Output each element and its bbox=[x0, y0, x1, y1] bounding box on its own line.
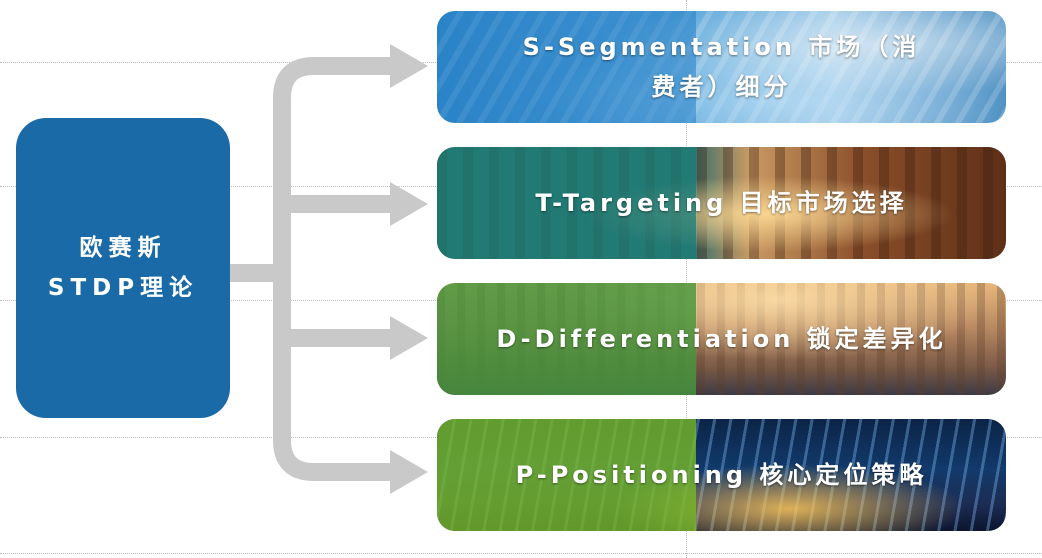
card-color-overlay bbox=[437, 419, 696, 531]
card-color-overlay bbox=[437, 283, 696, 395]
card-label: D-Differentiation 锁定差异化 bbox=[437, 283, 1006, 395]
arrow-head-t bbox=[390, 182, 428, 226]
guide-line bbox=[0, 553, 1042, 554]
card-label: S-Segmentation 市场（消费者）细分 bbox=[437, 11, 1006, 123]
card-label: T-Targeting 目标市场选择 bbox=[437, 147, 1006, 259]
arrow-head-d bbox=[390, 316, 428, 360]
card-positioning: P-Positioning 核心定位策略 bbox=[437, 419, 1006, 531]
root-title: 欧赛斯 bbox=[79, 235, 167, 261]
arrow-head-s bbox=[390, 44, 428, 88]
card-label-line1: S-Segmentation 市场（消 bbox=[522, 33, 921, 61]
card-color-overlay bbox=[437, 11, 696, 123]
card-differentiation: D-Differentiation 锁定差异化 bbox=[437, 283, 1006, 395]
guide-line bbox=[686, 0, 687, 558]
card-targeting: T-Targeting 目标市场选择 bbox=[437, 147, 1006, 259]
root-subtitle: STDP理论 bbox=[47, 275, 199, 301]
card-segmentation: S-Segmentation 市场（消费者）细分 bbox=[437, 11, 1006, 123]
card-color-overlay bbox=[437, 147, 696, 259]
card-label-text: P-Positioning 核心定位策略 bbox=[515, 461, 928, 489]
card-label-text: T-Targeting 目标市场选择 bbox=[535, 189, 908, 217]
root-node: 欧赛斯 STDP理论 bbox=[16, 118, 230, 418]
card-label-text: D-Differentiation 锁定差异化 bbox=[496, 325, 947, 353]
connector-trunk bbox=[273, 57, 392, 481]
card-label: P-Positioning 核心定位策略 bbox=[437, 419, 1006, 531]
arrow-head-p bbox=[390, 450, 428, 494]
card-label-line2: 费者）细分 bbox=[651, 73, 792, 101]
